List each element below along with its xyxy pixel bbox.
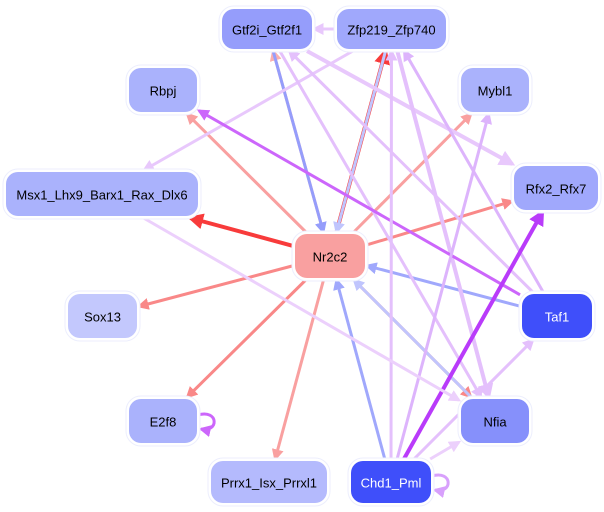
- node-label: Rbpj: [150, 84, 177, 99]
- edge-gtf2i-gtf2f1-to-nr2c2: [271, 50, 327, 235]
- edge-zfp219-zfp740-to-nr2c2: [333, 50, 387, 235]
- edge-chd1-pml-to-mybl1: [395, 111, 492, 460]
- edge-chd1-pml-to-rfx2-rfx7: [402, 209, 545, 460]
- node-label: Sox13: [84, 310, 121, 325]
- node-label: Gtf2i_Gtf2f1: [232, 23, 302, 38]
- node-sox13[interactable]: Sox13: [64, 290, 141, 342]
- node-label: Rfx2_Rfx7: [526, 182, 587, 197]
- node-box: [461, 399, 529, 443]
- node-box: [295, 234, 365, 278]
- node-label: Taf1: [545, 310, 570, 325]
- node-rfx2-rfx7[interactable]: Rfx2_Rfx7: [510, 162, 602, 214]
- node-label: Nr2c2: [313, 250, 348, 265]
- node-label: E2f8: [150, 415, 177, 430]
- node-label: Chd1_Pml: [361, 476, 422, 491]
- edge-zfp219-zfp740-to-nfia: [395, 50, 494, 401]
- node-e2f8[interactable]: E2f8: [125, 395, 201, 447]
- edge-taf1-to-gtf2i-gtf2f1: [287, 49, 534, 294]
- node-box: [129, 399, 197, 443]
- edge-nr2c2-to-rbpj: [185, 112, 307, 234]
- node-box: [129, 68, 197, 112]
- node-label: Zfp219_Zfp740: [347, 23, 435, 38]
- edge-nr2c2-to-e2f8: [185, 278, 307, 399]
- node-box: [514, 166, 598, 210]
- node-label: Nfia: [483, 415, 507, 430]
- node-chd1-pml[interactable]: Chd1_Pml: [347, 457, 435, 507]
- node-rbpj[interactable]: Rbpj: [125, 64, 201, 116]
- node-msx1-lhx9-barx1-rax-dlx6[interactable]: Msx1_Lhx9_Barx1_Rax_Dlx6: [2, 168, 202, 220]
- edge-chd1-pml-to-chd1-pml: [431, 473, 450, 498]
- edge-msx1-lhx9-barx1-rax-dlx6-to-nfia: [142, 216, 462, 402]
- node-box: [222, 9, 312, 49]
- node-box: [68, 294, 137, 338]
- edge-chd1-pml-to-nfia: [429, 440, 462, 461]
- node-box: [337, 9, 446, 49]
- edge-e2f8-to-e2f8: [197, 412, 216, 437]
- edge-nfia-to-nr2c2: [352, 278, 473, 399]
- node-box: [461, 68, 529, 112]
- node-box: [6, 172, 198, 216]
- node-taf1[interactable]: Taf1: [518, 290, 596, 342]
- node-box: [351, 461, 431, 503]
- edge-gtf2i-gtf2f1-to-rfx2-rfx7: [306, 49, 516, 166]
- edge-zfp219-zfp740-to-msx1-lhx9-barx1-rax-dlx6: [142, 49, 354, 172]
- edge-taf1-to-rbpj: [196, 109, 521, 297]
- node-prrx1-isx-prrxl1[interactable]: Prrx1_Isx_Prrxl1: [207, 457, 331, 507]
- edges-layer: [136, 23, 545, 498]
- edge-chd1-pml-to-nr2c2: [333, 277, 387, 460]
- edge-nr2c2-to-sox13: [136, 264, 294, 310]
- node-box: [522, 294, 592, 338]
- node-zfp219-zfp740[interactable]: Zfp219_Zfp740: [333, 5, 450, 53]
- node-nr2c2[interactable]: Nr2c2: [291, 230, 369, 282]
- node-label: Mybl1: [478, 84, 513, 99]
- node-mybl1[interactable]: Mybl1: [457, 64, 533, 116]
- node-label: Prrx1_Isx_Prrxl1: [221, 476, 317, 491]
- edge-nr2c2-to-msx1-lhx9-barx1-rax-dlx6: [187, 213, 294, 248]
- node-nfia[interactable]: Nfia: [457, 395, 533, 447]
- edge-nr2c2-to-prrx1-isx-prrxl1: [271, 279, 325, 462]
- node-label: Msx1_Lhx9_Barx1_Rax_Dlx6: [16, 188, 187, 203]
- node-box: [211, 461, 327, 503]
- edge-gtf2i-gtf2f1-to-nfia: [278, 50, 483, 400]
- node-gtf2i-gtf2f1[interactable]: Gtf2i_Gtf2f1: [218, 5, 316, 53]
